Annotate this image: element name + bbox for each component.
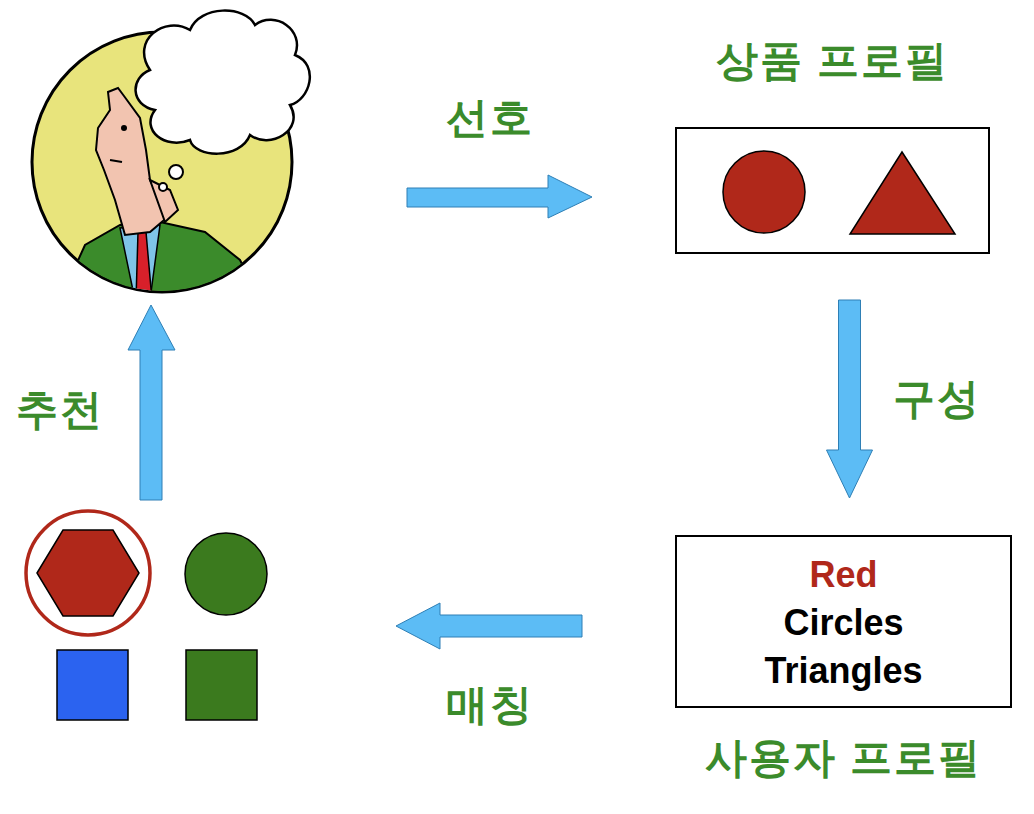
item-shapes [26,511,267,720]
profile-attribute: Triangles [677,647,1010,695]
step-label: 추천 [16,382,104,438]
profile-heading: 사용자 프로필 [705,730,983,786]
block-arrow [407,175,592,218]
shape-sample [677,129,988,252]
profile-attribute: Circles [677,599,1010,647]
edge-label: 구성 [893,371,981,427]
step-label: 매칭 [446,677,534,733]
block-arrow [128,305,175,500]
block-arrow [827,300,873,498]
profile-box: RedCirclesTriangles사용자 프로필 [675,535,1012,708]
profile-heading: 상품 프로필 [716,33,950,89]
block-arrow [396,603,582,649]
profile-attribute: Red [677,551,1010,599]
profile-box: 상품 프로필 [675,127,990,254]
thought-cloud [136,11,310,191]
step-label: 선호 [446,90,534,146]
